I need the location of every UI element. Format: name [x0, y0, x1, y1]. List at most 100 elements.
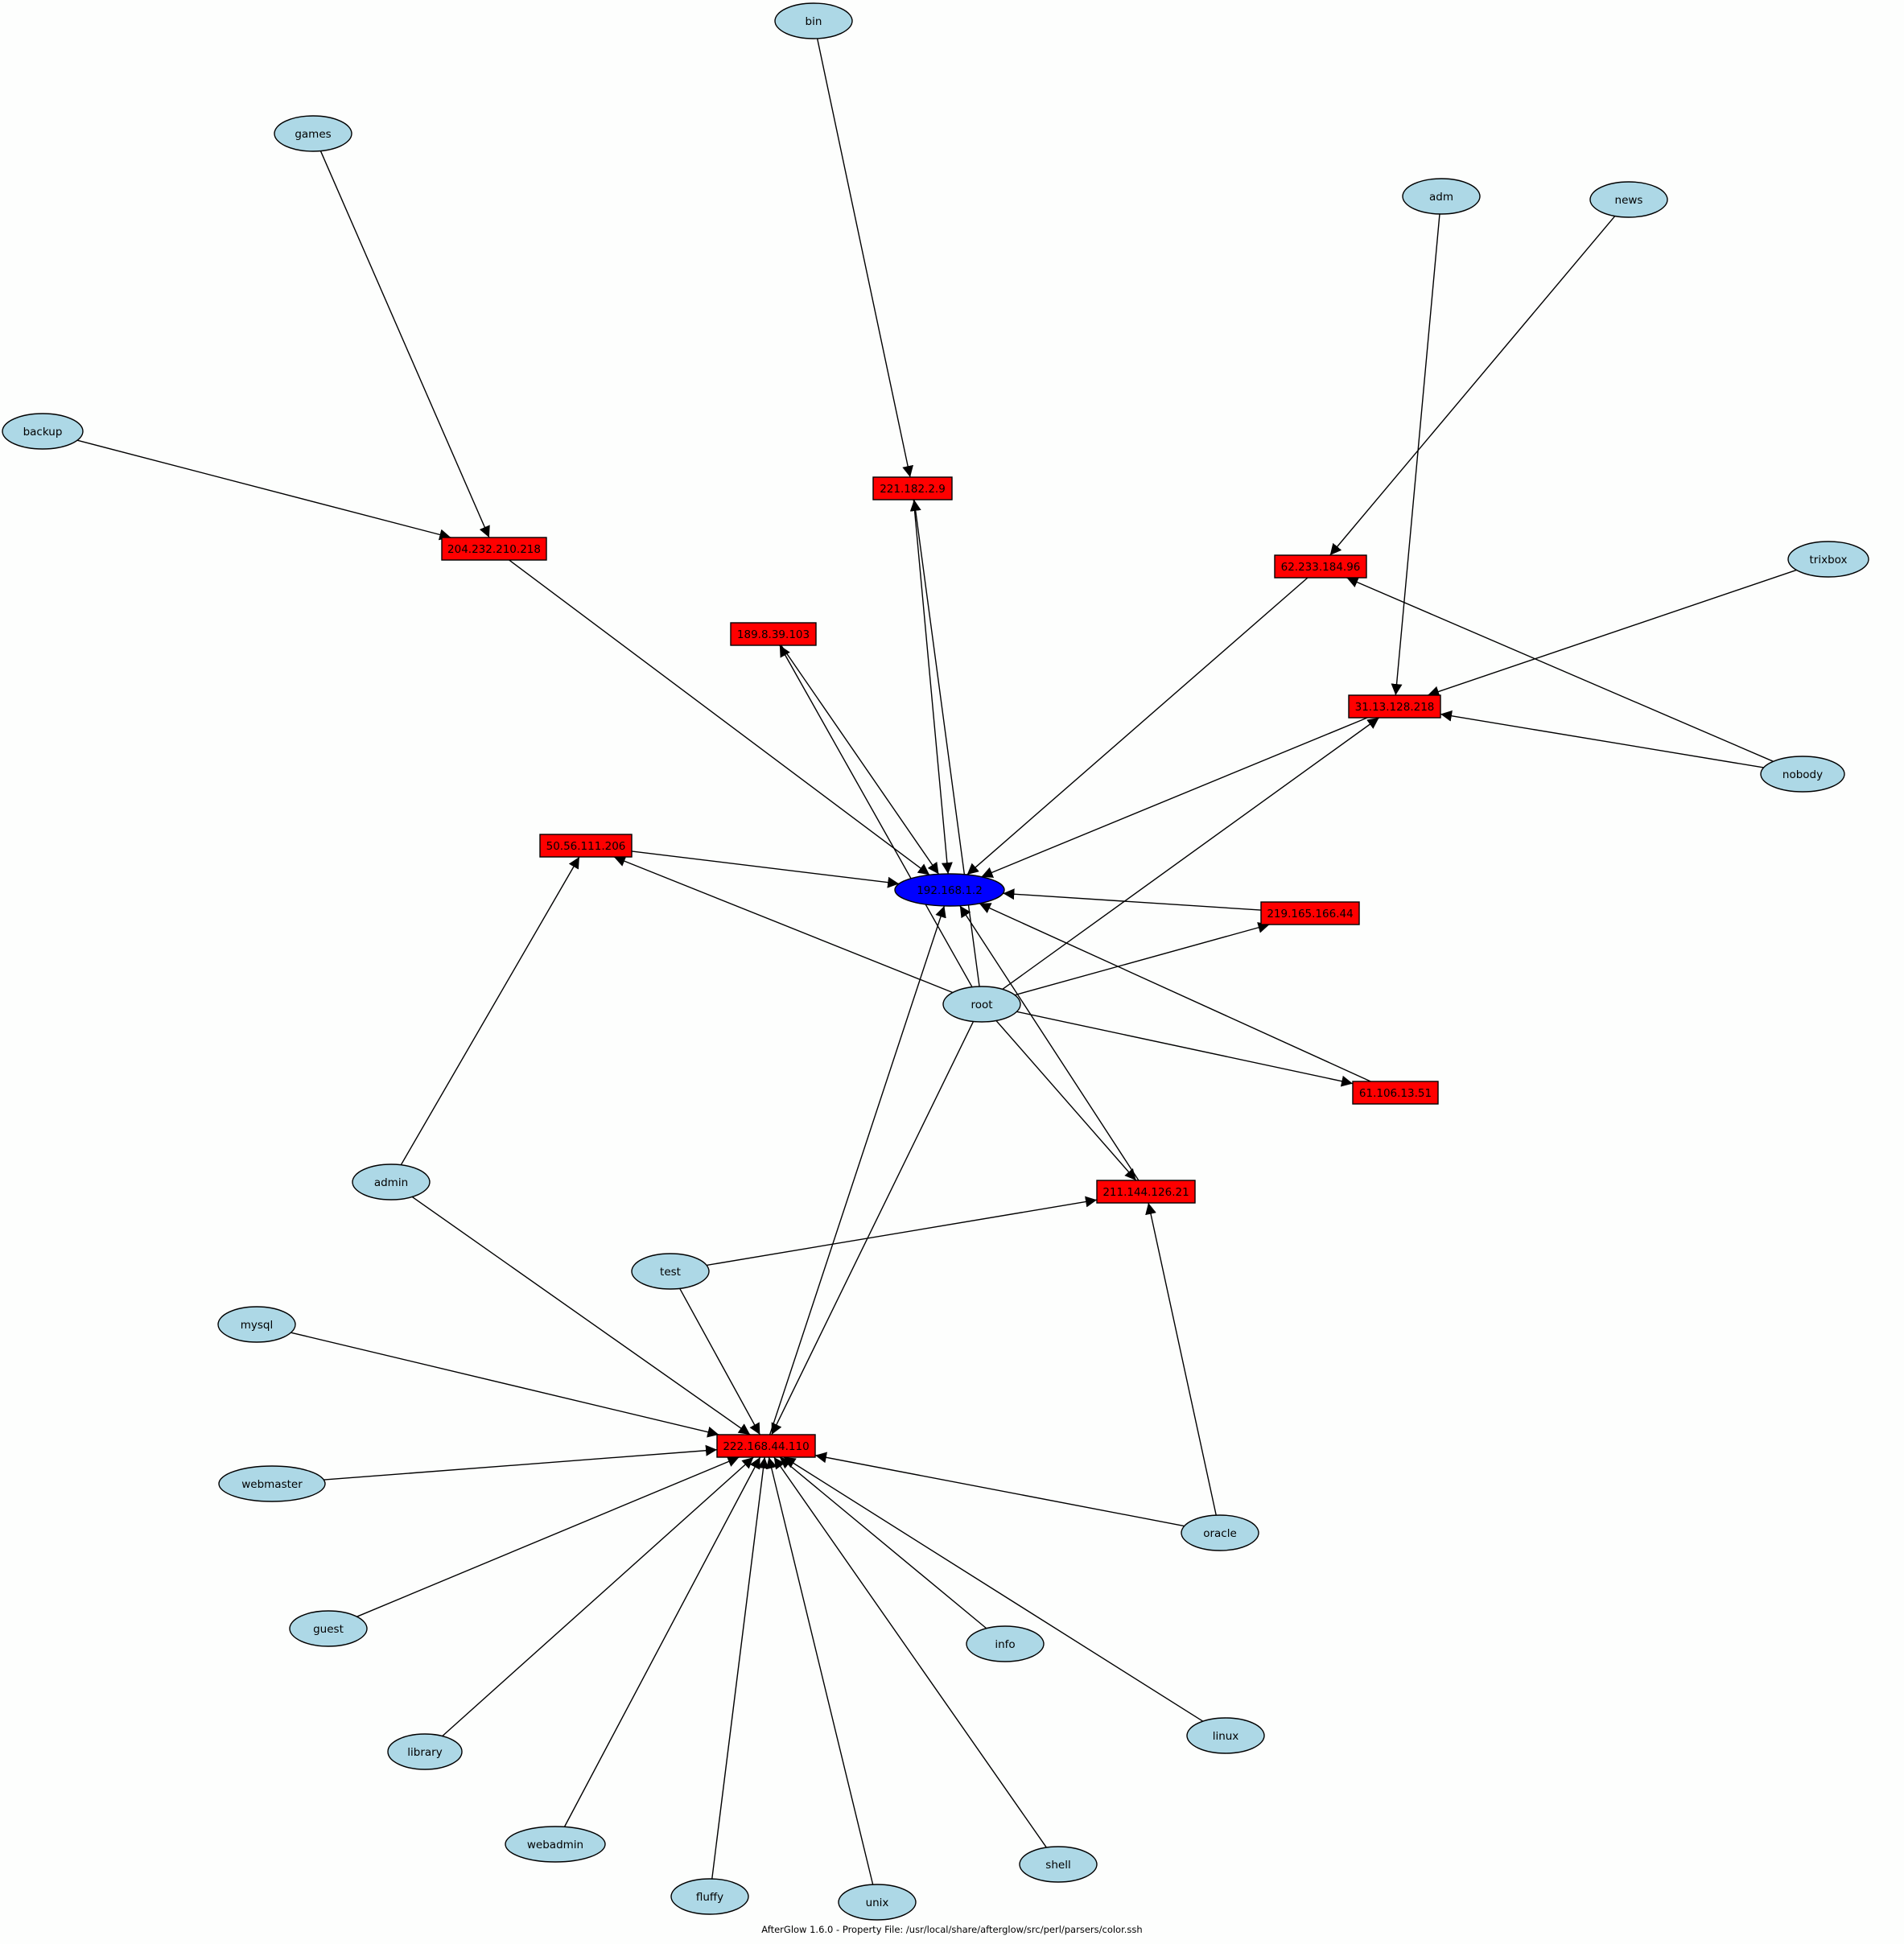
node-label: trixbox — [1810, 554, 1848, 566]
node-layer: bin games adm news backup trixbox nobody root ad… — [2, 2, 1869, 1921]
user-node-shape — [838, 1884, 917, 1921]
node-center[interactable]: 192.168.1.2 — [894, 873, 1005, 907]
node-ip219[interactable]: 219.165.166.44 — [1260, 901, 1360, 925]
edge-ip50-to-center — [631, 850, 900, 888]
node-label: 204.232.210.218 — [447, 543, 541, 556]
user-node-shape — [1760, 756, 1845, 793]
node-label: 31.13.128.218 — [1355, 701, 1435, 714]
ip-node-shape — [1274, 554, 1367, 579]
edge-root-to-ip31 — [1002, 717, 1379, 990]
edge-ip204-to-center — [509, 559, 930, 875]
ip-node-shape — [1096, 1180, 1196, 1204]
user-node-shape — [1181, 1514, 1259, 1551]
node-ip50[interactable]: 50.56.111.206 — [539, 834, 633, 858]
node-label: bin — [806, 15, 822, 28]
ip-node-shape — [1352, 1081, 1439, 1105]
node-label: fluffy — [696, 1891, 723, 1904]
node-label: 192.168.1.2 — [917, 884, 983, 897]
node-ip61[interactable]: 61.106.13.51 — [1352, 1081, 1439, 1105]
edge-guest-to-ip222 — [356, 1456, 740, 1617]
edge-ip219-to-center — [1003, 888, 1262, 911]
ip-node-shape — [441, 537, 547, 561]
node-label: 62.233.184.96 — [1281, 561, 1361, 574]
edge-bin-to-ip221 — [816, 38, 913, 478]
node-label: test — [660, 1266, 681, 1279]
node-label: adm — [1429, 191, 1453, 204]
node-library[interactable]: library — [387, 1733, 463, 1770]
edge-admin-to-ip222 — [411, 1196, 751, 1435]
node-ip31[interactable]: 31.13.128.218 — [1348, 694, 1441, 719]
user-node-shape — [1589, 181, 1668, 218]
node-backup[interactable]: backup — [2, 413, 84, 450]
node-label: news — [1615, 194, 1643, 207]
edge-nobody-to-ip31 — [1440, 710, 1764, 768]
node-webadmin[interactable]: webadmin — [505, 1826, 606, 1863]
ip-node-shape — [1348, 694, 1441, 719]
node-label: backup — [23, 426, 63, 439]
node-guest[interactable]: guest — [289, 1610, 368, 1647]
ip-node-shape — [730, 622, 817, 646]
edge-ip62-to-center — [966, 577, 1308, 875]
node-bin[interactable]: bin — [774, 2, 853, 39]
node-nobody[interactable]: nobody — [1760, 756, 1845, 793]
center-host-shape — [894, 873, 1005, 907]
node-label: 189.8.39.103 — [737, 628, 810, 641]
user-node-shape — [289, 1610, 368, 1647]
edge-adm-to-ip31 — [1391, 213, 1440, 696]
edge-test-to-ip222 — [679, 1287, 760, 1435]
edge-root-to-ip50 — [613, 855, 954, 994]
node-trixbox[interactable]: trixbox — [1787, 541, 1869, 578]
node-ip211[interactable]: 211.144.126.21 — [1096, 1180, 1196, 1204]
ip-node-shape — [716, 1434, 816, 1458]
node-label: games — [295, 128, 331, 141]
node-label: info — [995, 1638, 1015, 1651]
node-adm[interactable]: adm — [1402, 178, 1481, 215]
node-shell[interactable]: shell — [1019, 1846, 1098, 1883]
edge-layer — [76, 38, 1797, 1885]
user-node-shape — [505, 1826, 606, 1863]
node-test[interactable]: test — [631, 1253, 710, 1290]
edge-root-to-ip189 — [779, 645, 973, 988]
user-node-shape — [942, 986, 1021, 1023]
node-fluffy[interactable]: fluffy — [670, 1878, 749, 1915]
edge-root-to-ip222 — [771, 1021, 975, 1435]
node-news[interactable]: news — [1589, 181, 1668, 218]
node-ip189[interactable]: 189.8.39.103 — [730, 622, 817, 646]
edge-webadmin-to-ip222 — [563, 1456, 761, 1827]
edge-unix-to-ip222 — [765, 1456, 874, 1885]
node-ip221[interactable]: 221.182.2.9 — [872, 476, 953, 500]
node-games[interactable]: games — [274, 115, 352, 152]
node-label: 211.144.126.21 — [1102, 1186, 1189, 1199]
edge-backup-to-ip204 — [76, 439, 451, 541]
node-ip62[interactable]: 62.233.184.96 — [1274, 554, 1367, 579]
node-oracle[interactable]: oracle — [1181, 1514, 1259, 1551]
edge-oracle-to-ip222 — [814, 1452, 1185, 1527]
node-ip204[interactable]: 204.232.210.218 — [441, 537, 547, 561]
edge-root-to-ip221 — [909, 499, 980, 987]
graph-footer: AfterGlow 1.6.0 - Property File: /usr/lo… — [761, 1924, 1142, 1935]
ip-node-shape — [872, 476, 953, 500]
edge-news-to-ip62 — [1329, 216, 1616, 556]
edge-shell-to-ip222 — [773, 1456, 1047, 1848]
node-unix[interactable]: unix — [838, 1884, 917, 1921]
node-label: webadmin — [527, 1839, 583, 1851]
edge-nobody-to-ip62 — [1346, 577, 1774, 762]
node-webmaster[interactable]: webmaster — [218, 1465, 326, 1502]
edge-ip61-to-center — [979, 903, 1371, 1082]
edge-ip211-to-center — [959, 905, 1140, 1181]
node-admin[interactable]: admin — [352, 1164, 431, 1201]
user-node-shape — [670, 1878, 749, 1915]
node-label: linux — [1213, 1730, 1239, 1743]
node-label: unix — [866, 1897, 889, 1909]
node-linux[interactable]: linux — [1186, 1717, 1265, 1754]
edge-mysql-to-ip222 — [291, 1332, 719, 1438]
node-info[interactable]: info — [966, 1625, 1045, 1662]
node-mysql[interactable]: mysql — [217, 1306, 296, 1343]
node-label: shell — [1045, 1859, 1070, 1872]
user-node-shape — [631, 1253, 710, 1290]
edge-ip189-to-center — [781, 645, 940, 875]
node-root[interactable]: root — [942, 986, 1021, 1023]
user-node-shape — [274, 115, 352, 152]
node-ip222[interactable]: 222.168.44.110 — [716, 1434, 816, 1458]
